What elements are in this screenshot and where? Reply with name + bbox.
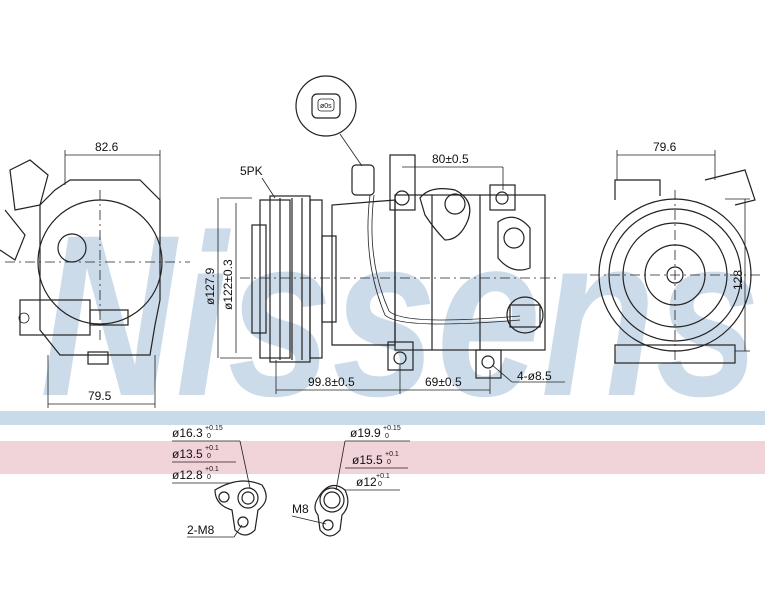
fr-d1: ø19.9 xyxy=(350,426,381,440)
connector-detail: ø0s xyxy=(295,75,363,167)
dim-pulley-to-mount: 99.8±0.5 xyxy=(308,375,355,389)
pink-band xyxy=(0,441,765,474)
fr-d3: ø12 xyxy=(356,475,377,489)
fr-d2: ø15.5 xyxy=(352,453,383,467)
fl-d3-tol-up: +0.1 xyxy=(205,466,219,473)
fl-d2-tol-up: +0.1 xyxy=(205,445,219,452)
dim-bottom-width: 79.5 xyxy=(88,389,112,403)
fl-d1: ø16.3 xyxy=(172,426,203,440)
nissens-watermark: Nissens xyxy=(40,187,760,444)
fl-thread: 2-M8 xyxy=(187,523,215,537)
dim-mount-spacing: 69±0.5 xyxy=(425,375,462,389)
fr-thread: M8 xyxy=(292,502,309,516)
fr-d3-tol-dn: 0 xyxy=(378,481,382,488)
fr-d1-tol-up: +0.15 xyxy=(383,425,401,432)
fl-d1-tol-dn: 0 xyxy=(207,433,211,440)
side-view: 5PK ø127.9 ø122±0.3 80±0.5 99.8±0.5 69±0… xyxy=(203,152,565,394)
fl-d2: ø13.5 xyxy=(172,447,203,461)
dim-top-width: 82.6 xyxy=(95,140,119,154)
fitting-right: ø19.9 +0.15 0 ø15.5 +0.1 0 ø12 +0.1 0 M8 xyxy=(291,425,410,537)
fl-d1-tol-up: +0.15 xyxy=(205,425,223,432)
fr-d1-tol-dn: 0 xyxy=(385,433,389,440)
dim-mount-holes: 4-ø8.5 xyxy=(517,369,552,383)
left-view: 82.6 79.5 xyxy=(0,140,190,408)
fr-d2-tol-dn: 0 xyxy=(387,459,391,466)
belt-label: 5PK xyxy=(240,164,263,178)
blue-band xyxy=(0,411,765,425)
fl-d3-tol-dn: 0 xyxy=(207,474,211,481)
dim-right-height: 128 xyxy=(731,270,745,290)
dim-right-width: 79.6 xyxy=(653,140,677,154)
fr-d3-tol-up: +0.1 xyxy=(376,473,390,480)
dim-mount-top: 80±0.5 xyxy=(432,152,469,166)
dim-pulley-outer: ø127.9 xyxy=(203,267,217,305)
right-view: 79.6 128 xyxy=(590,140,760,364)
dim-pulley-inner: ø122±0.3 xyxy=(221,259,235,310)
fl-d3: ø12.8 xyxy=(172,468,203,482)
fr-d2-tol-up: +0.1 xyxy=(385,451,399,458)
connector-label: ø0s xyxy=(320,103,332,110)
fl-d2-tol-dn: 0 xyxy=(207,453,211,460)
fitting-left: ø16.3 +0.15 0 ø13.5 +0.1 0 ø12.8 +0.1 0 … xyxy=(172,425,267,538)
